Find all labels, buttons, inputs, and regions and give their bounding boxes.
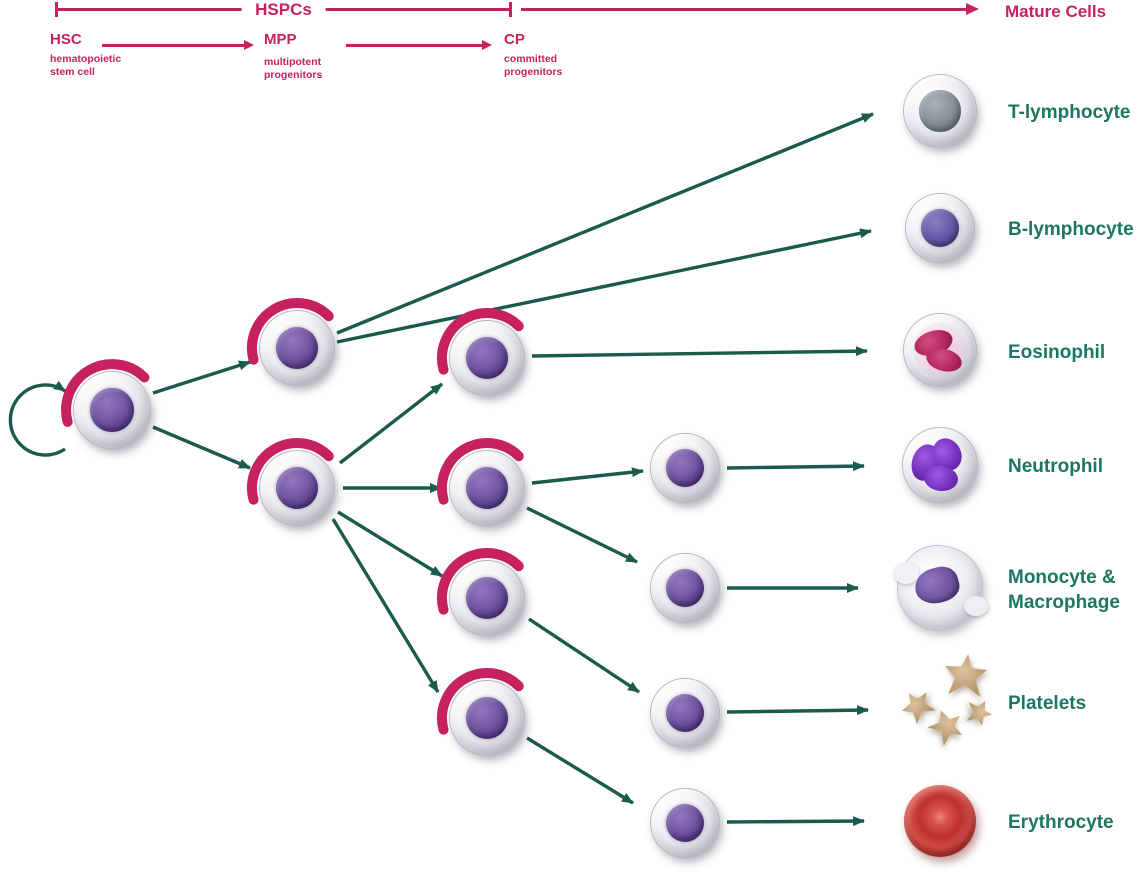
hspcs-bracket: HSPCs: [55, 0, 512, 19]
arrow-cp4-precursor4: [526, 736, 634, 805]
arrowhead-icon: [966, 3, 979, 15]
neutrophil-cell: [903, 428, 977, 502]
mpp-cell-1: [260, 311, 334, 385]
arrow-precursor1-neutrophil: [726, 461, 865, 472]
precursor-cell-3: [651, 679, 719, 747]
cp2-nucleus: [465, 466, 509, 510]
cp1-nucleus: [465, 336, 509, 380]
stage-mpp-label: MPP: [264, 31, 297, 48]
label-platelets: Platelets: [1008, 693, 1087, 714]
precursor4-nucleus: [665, 803, 705, 843]
cp-cell-2: [450, 451, 524, 525]
cp3-nucleus: [465, 576, 509, 620]
arrow-precursor4-erythrocyte: [726, 816, 865, 827]
arrow-cp2-precursor1: [531, 467, 644, 485]
mpp-desc-line1: multipotent: [264, 56, 322, 68]
stage-hsc-label: HSC: [50, 31, 82, 48]
arrow-line: [346, 44, 483, 47]
mature-cells-title: Mature Cells: [1005, 2, 1107, 21]
precursor2-nucleus: [665, 568, 705, 608]
hsc-desc-line2: stem cell: [50, 66, 95, 78]
arrow-hsc-mpp2: [152, 425, 251, 470]
eosinophil-lobe: [923, 345, 964, 376]
arrow-cp3-precursor3: [528, 617, 640, 694]
label-monocyte-macrophage: Monocyte & Macrophage: [1008, 565, 1120, 615]
label-erythrocyte: Erythrocyte: [1008, 812, 1114, 833]
hspcs-label: HSPCs: [241, 0, 326, 19]
monocyte-cell: [893, 546, 988, 630]
precursor3-nucleus: [665, 693, 705, 733]
mpp-description: multipotent progenitors: [264, 56, 322, 82]
monocyte-nucleus: [910, 562, 963, 609]
mpp2-nucleus: [275, 466, 319, 510]
label-neutrophil: Neutrophil: [1008, 456, 1103, 477]
precursor-cell-2: [651, 554, 719, 622]
mpp1-nucleus: [275, 326, 319, 370]
arrowhead-icon: [244, 40, 254, 50]
arrow-cp1-eosinophil: [531, 346, 868, 358]
cp-cell-1: [450, 321, 524, 395]
hsc-description: hematopoietic stem cell: [50, 53, 121, 79]
cp-desc-line2: progenitors: [504, 66, 563, 78]
cp-desc-line1: committed: [504, 53, 558, 65]
arrow-cp2-precursor2: [526, 506, 638, 564]
mature-cells-arrow: [521, 2, 979, 17]
arrowhead-icon: [482, 40, 492, 50]
cp-cell-4: [450, 681, 524, 755]
mpp-cell-2: [260, 451, 334, 525]
arrow-precursor3-platelets: [726, 705, 869, 716]
platelets-cluster: [896, 652, 1012, 756]
arrow-mpp2-cp1: [338, 382, 444, 465]
arrow-mpp1-tlymphocyte: [336, 112, 874, 335]
eosinophil-cell: [904, 314, 976, 386]
cp4-nucleus: [465, 696, 509, 740]
label-monocyte-line2: Macrophage: [1008, 592, 1120, 613]
hsc-to-mpp-header-arrow: [102, 40, 254, 51]
cp-description: committed progenitors: [504, 53, 562, 79]
cp-cell-3: [450, 561, 524, 635]
t-lymphocyte-cell: [904, 75, 976, 147]
t-lymphocyte-nucleus: [919, 90, 961, 132]
hsc-cell: [74, 372, 150, 448]
bracket-tick-right: [509, 2, 512, 17]
arrow-mpp2-cp4: [331, 518, 440, 693]
stage-cp-label: CP: [504, 31, 525, 48]
label-b-lymphocyte: B-lymphocyte: [1008, 219, 1134, 240]
hsc-desc-line1: hematopoietic: [50, 53, 122, 65]
b-lymphocyte-nucleus: [920, 208, 960, 248]
precursor1-nucleus: [665, 448, 705, 488]
platelet: [964, 698, 994, 728]
platelet: [941, 651, 991, 701]
label-monocyte-line1: Monocyte &: [1008, 567, 1116, 588]
precursor-cell-4: [651, 789, 719, 857]
mpp-desc-line2: progenitors: [264, 69, 323, 81]
mpp-to-cp-header-arrow: [346, 40, 492, 51]
label-t-lymphocyte: T-lymphocyte: [1008, 102, 1131, 123]
arrow-line: [102, 44, 245, 47]
arrow-hsc-mpp1: [152, 360, 251, 395]
arrow-mpp2-cp3: [337, 510, 443, 578]
erythrocyte-cell: [904, 785, 976, 857]
mature-arrow-line: [521, 8, 968, 11]
label-eosinophil: Eosinophil: [1008, 342, 1106, 363]
b-lymphocyte-cell: [906, 194, 974, 262]
arrow-mpp1-blymphocyte: [336, 228, 872, 344]
hsc-nucleus: [90, 388, 134, 432]
precursor-cell-1: [651, 434, 719, 502]
hsc-self-renewal-loop: [8, 380, 66, 457]
